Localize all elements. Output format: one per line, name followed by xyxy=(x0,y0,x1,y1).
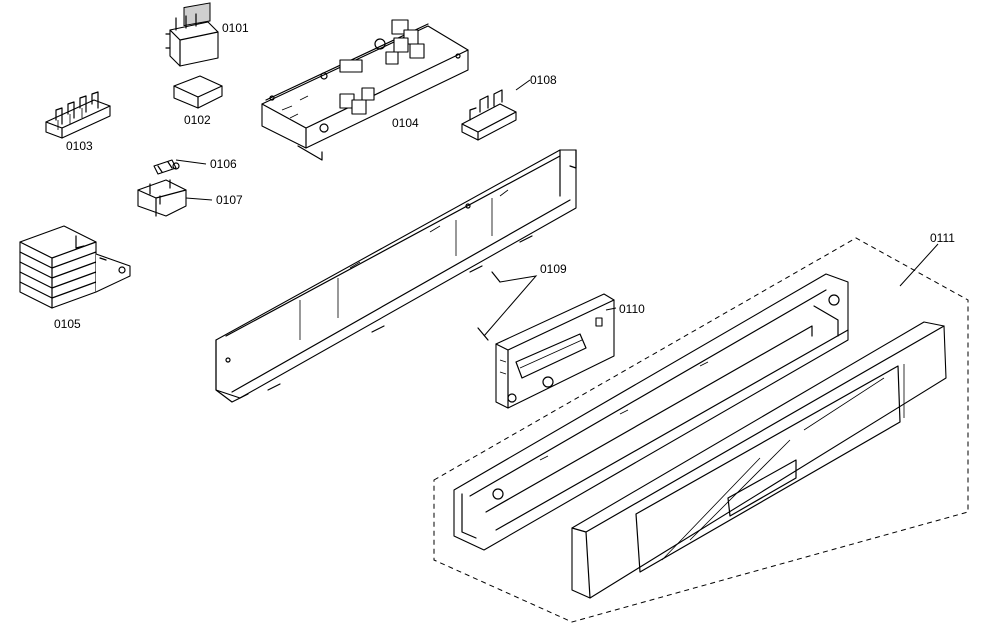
part-0103-terminal-block[interactable] xyxy=(45,91,111,139)
label-0102: 0102 xyxy=(184,113,211,127)
part-0102-pad[interactable] xyxy=(173,75,223,109)
part-0110-display-board[interactable] xyxy=(495,293,615,409)
label-0101: 0101 xyxy=(222,21,249,35)
part-0111-control-panel-assembly[interactable] xyxy=(433,237,969,623)
label-0109: 0109 xyxy=(540,262,567,276)
label-0103: 0103 xyxy=(66,139,93,153)
part-0107-fuse-holder[interactable] xyxy=(137,179,187,217)
part-0109-pins[interactable] xyxy=(477,271,501,341)
part-0101-transformer[interactable] xyxy=(165,2,219,67)
label-0107: 0107 xyxy=(216,193,243,207)
label-0110: 0110 xyxy=(619,302,645,316)
label-0104: 0104 xyxy=(392,116,419,130)
part-0105-heat-sink[interactable] xyxy=(19,225,131,309)
label-0108: 0108 xyxy=(530,73,557,87)
label-0105: 0105 xyxy=(54,317,81,331)
label-0111: 0111 xyxy=(930,231,955,245)
part-0108-relay-bracket[interactable] xyxy=(461,89,517,141)
part-0106-fuse[interactable] xyxy=(153,159,180,175)
label-0106: 0106 xyxy=(210,157,237,171)
rear-bracket[interactable] xyxy=(215,149,577,403)
leader-lines xyxy=(175,79,939,337)
part-0104-control-board[interactable] xyxy=(261,19,469,161)
